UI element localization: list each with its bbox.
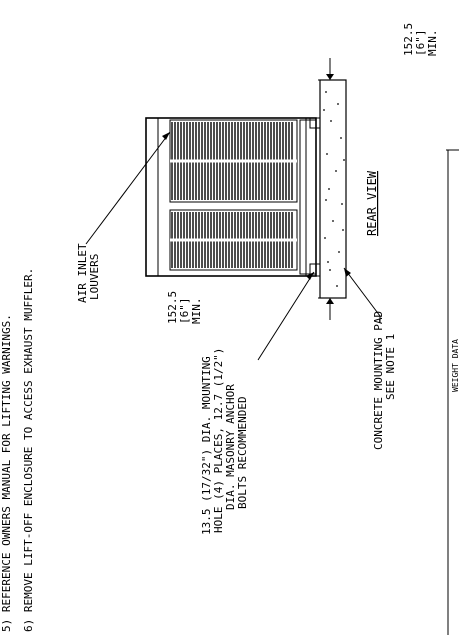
bottom-clearance-dimension (318, 297, 346, 320)
air-inlet-label-line1: AIR INLET (76, 243, 89, 303)
bottom-dim-inch: [6"] (178, 298, 191, 325)
bottom-dim-min: MIN. (190, 298, 203, 325)
note-6: 6) REMOVE LIFT-OFF ENCLOSURE TO ACCESS E… (22, 268, 35, 632)
bottom-dim-value: 152.5 (166, 291, 179, 324)
concrete-mounting-pad (319, 79, 347, 299)
hole-label-line4: BOLTS RECOMMENDED (236, 396, 249, 509)
air-inlet-label-line2: LOUVERS (88, 254, 101, 300)
weight-data-table (446, 149, 459, 635)
weight-data-title: WEIGHT DATA (451, 339, 459, 392)
top-dim-value: 152.5 (402, 23, 415, 56)
note-5: 5) REFERENCE OWNERS MANUAL FOR LIFTING W… (0, 314, 13, 632)
hole-label-line2: HOLE (4) PLACES, 12.7 (1/2") (212, 348, 225, 533)
hole-label-line1: 13.5 (17/32") DIA. MOUNTING (200, 356, 213, 535)
top-dim-min: MIN. (426, 30, 439, 57)
top-clearance-dimension (318, 58, 346, 81)
rear-view-title: REAR VIEW (365, 170, 379, 236)
pad-label-line1: CONCRETE MOUNTING PAD (372, 311, 385, 450)
air-inlet-louvers-lower (169, 209, 298, 271)
air-inlet-louvers-upper (169, 119, 298, 203)
mounting-hole-leader (257, 271, 315, 361)
hole-label-line3: DIA. MASONRY ANCHOR (224, 384, 237, 510)
pad-leader (343, 267, 381, 323)
generator-enclosure (145, 117, 321, 277)
top-dim-inch: [6"] (414, 30, 427, 57)
pad-label-line2: SEE NOTE 1 (384, 334, 397, 400)
louvers-leader (85, 131, 171, 245)
